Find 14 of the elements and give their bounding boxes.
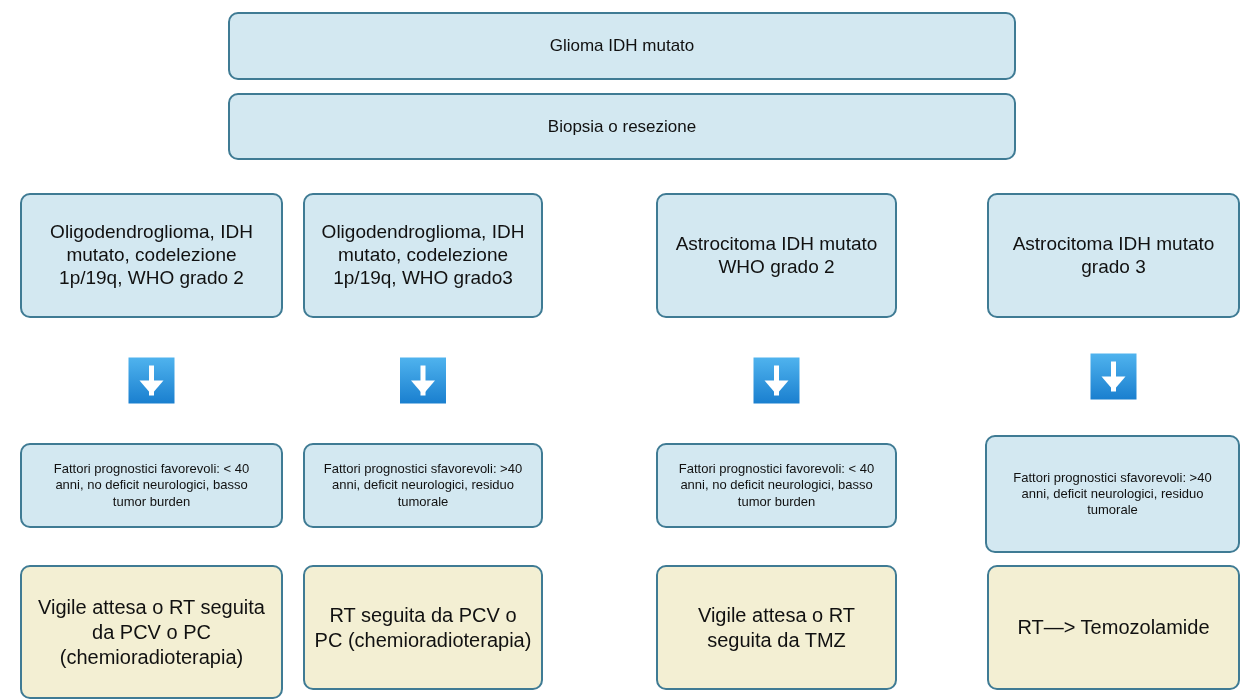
tumor-type-box: Oligodendroglioma, IDH mutato, codelezione 1p/19q, WHO grado 2 (20, 193, 283, 318)
header-box: Glioma IDH mutato (228, 12, 1016, 80)
prognostic-factors-box: Fattori prognostici favorevoli: < 40 anni, no deficit neurologici, basso tumor burden (20, 443, 283, 528)
treatment-box: Vigile attesa o RT seguita da TMZ (656, 565, 897, 690)
tumor-type-box: Oligodendroglioma, IDH mutato, codelezione 1p/19q, WHO grado3 (303, 193, 543, 318)
tumor-type-box: Astrocitoma IDH mutato grado 3 (987, 193, 1240, 318)
treatment-box: RT seguita da PCV o PC (chemioradioterapia) (303, 565, 543, 690)
prognostic-factors-box: Fattori prognostici sfavorevoli: >40 anni, deficit neurologici, residuo tumorale (985, 435, 1240, 553)
treatment-box: Vigile attesa o RT seguita da PCV o PC (chemioradioterapia) (20, 565, 283, 699)
header-box: Biopsia o resezione (228, 93, 1016, 160)
tumor-type-box: Astrocitoma IDH mutato WHO grado 2 (656, 193, 897, 318)
treatment-box: RT—> Temozolamide (987, 565, 1240, 690)
prognostic-factors-box: Fattori prognostici favorevoli: < 40 anni, no deficit neurologici, basso tumor burden (656, 443, 897, 528)
prognostic-factors-box: Fattori prognostici sfavorevoli: >40 anni, deficit neurologici, residuo tumorale (303, 443, 543, 528)
